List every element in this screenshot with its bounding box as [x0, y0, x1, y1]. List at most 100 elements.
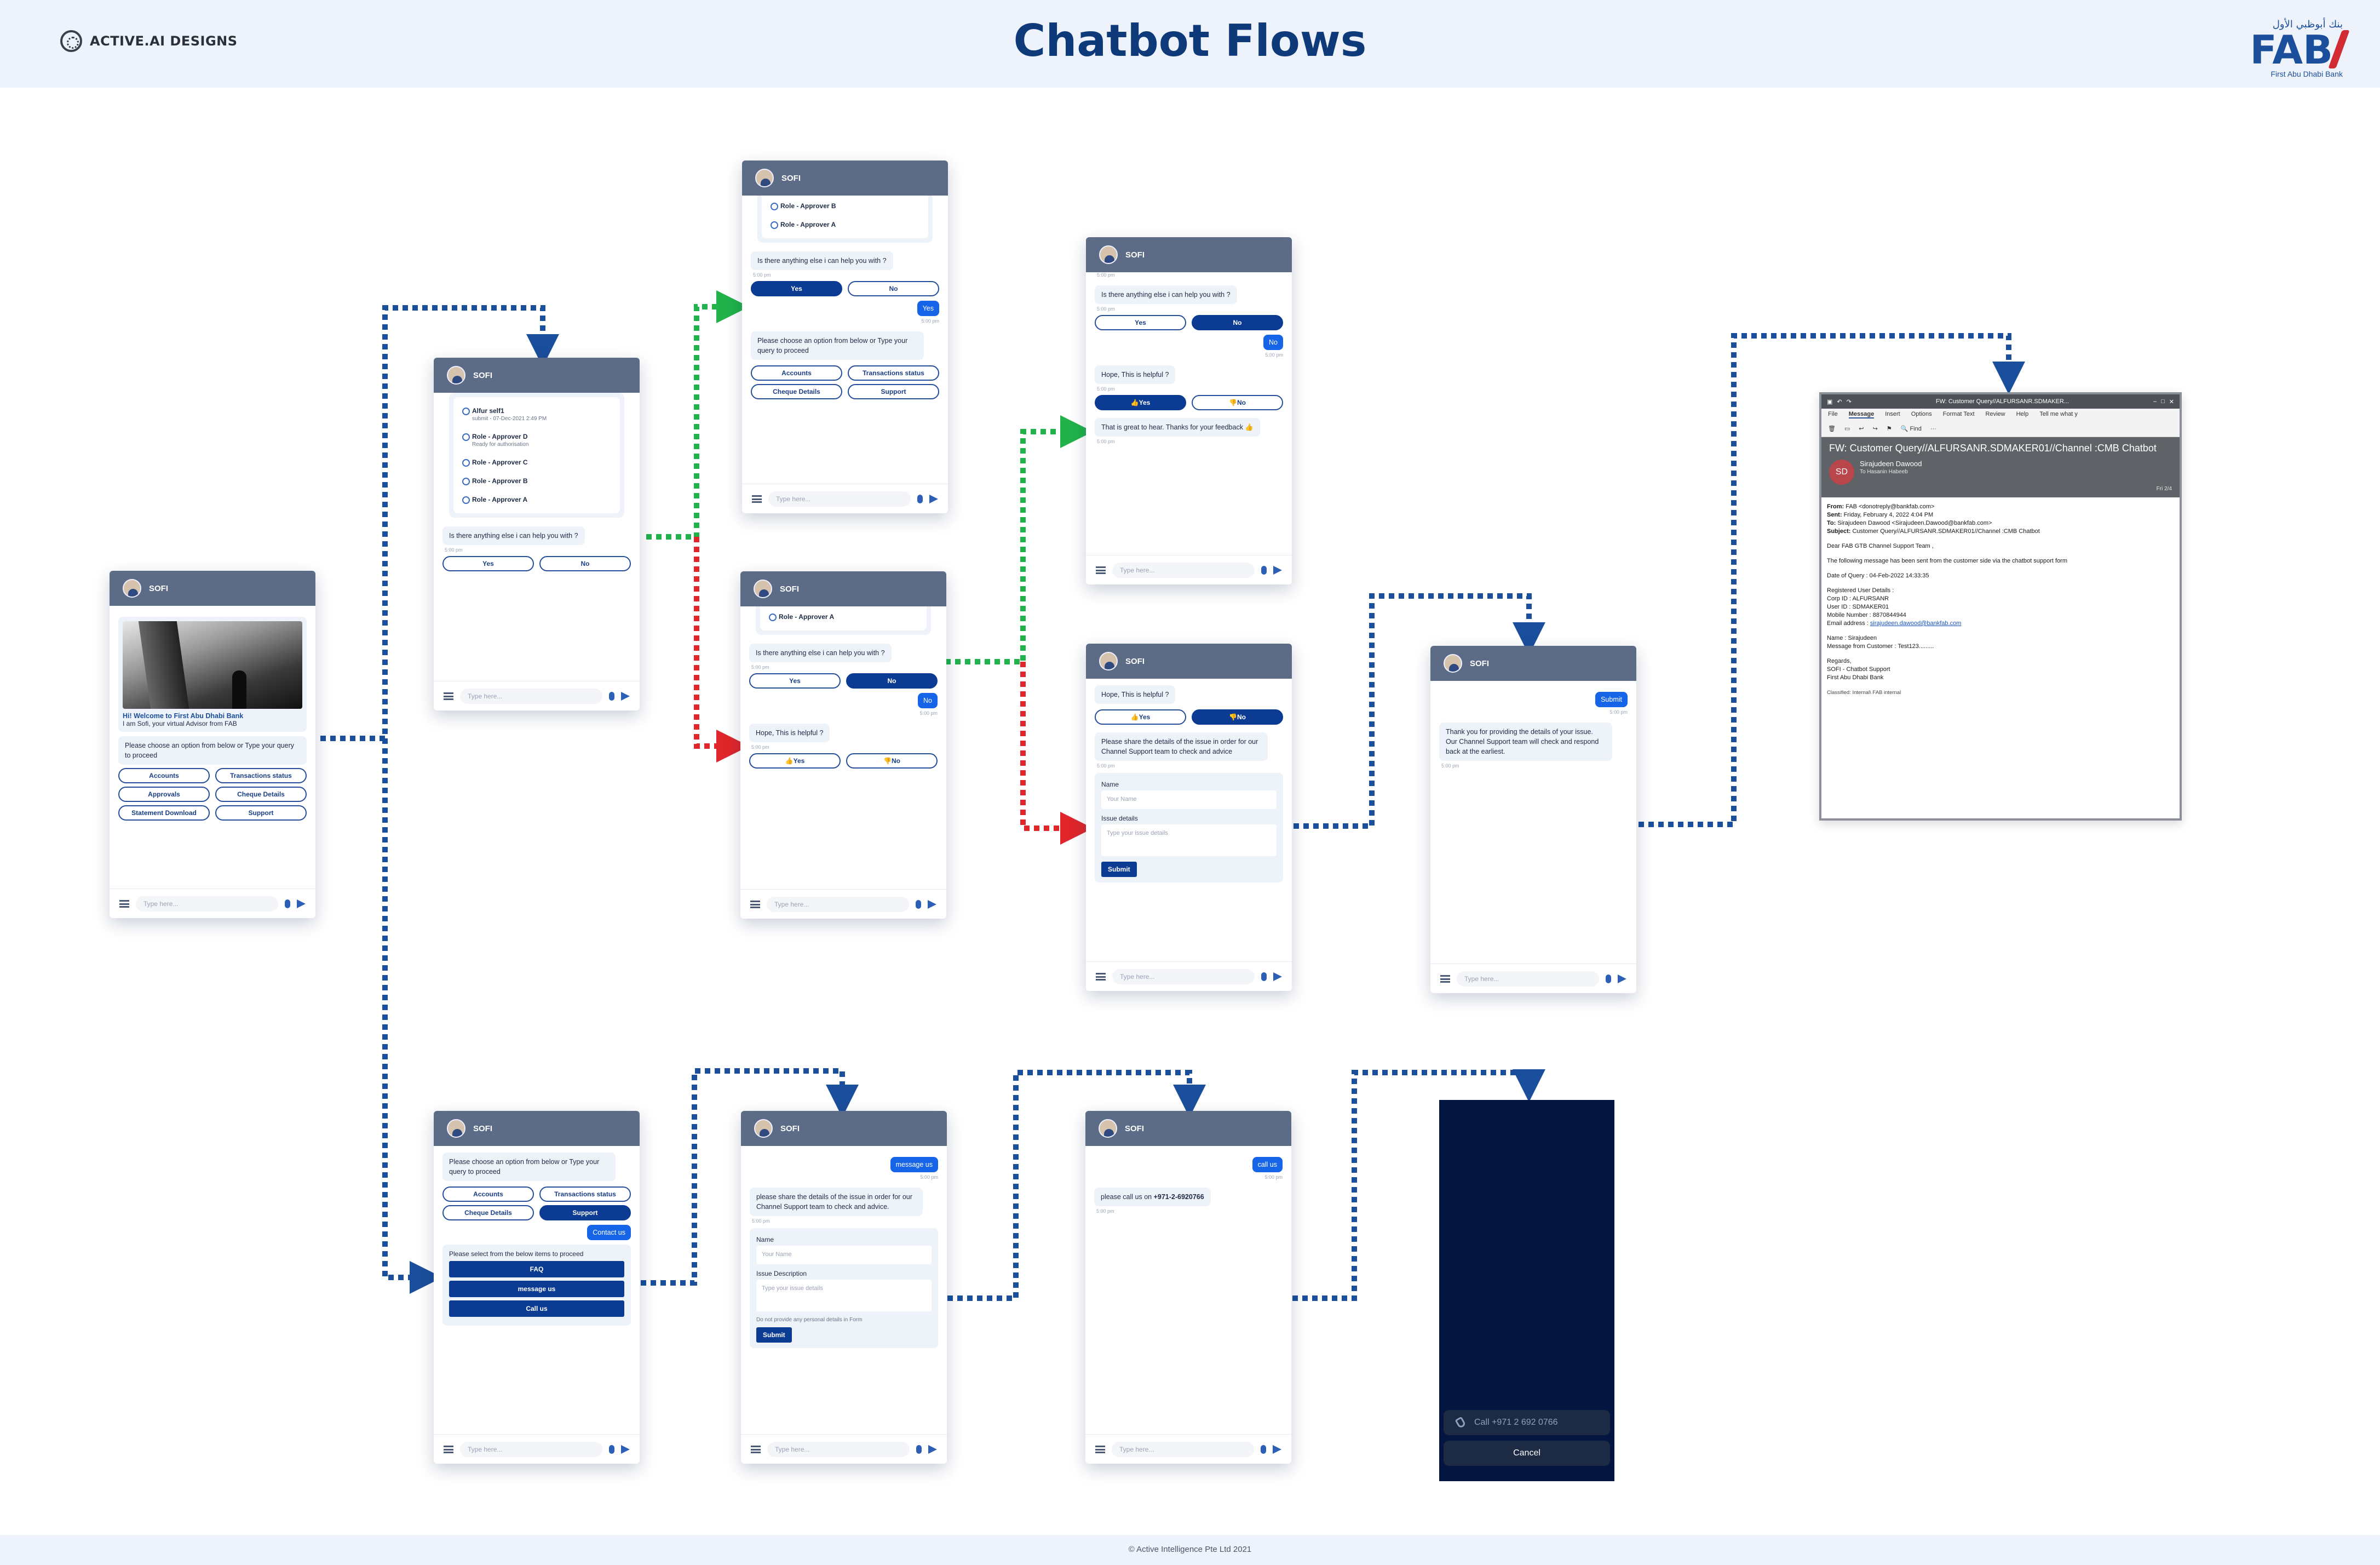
statement-download-button[interactable]: Statement Download [118, 805, 210, 821]
mic-icon[interactable] [1261, 565, 1267, 575]
accounts-button[interactable]: Accounts [751, 365, 842, 381]
send-icon[interactable] [928, 899, 936, 909]
delete-icon[interactable]: 🗑 [1828, 426, 1836, 432]
phone-number[interactable]: +971-2-6920766 [1153, 1193, 1204, 1201]
mic-icon[interactable] [609, 691, 614, 701]
no-button[interactable]: No [1192, 315, 1283, 330]
menu-icon[interactable] [1440, 974, 1450, 983]
submit-button[interactable]: Submit [1101, 862, 1137, 877]
yes-button[interactable]: Yes [442, 556, 534, 571]
tab-message[interactable]: Message [1848, 411, 1875, 419]
archive-icon[interactable]: ▭ [1844, 426, 1850, 432]
mic-icon[interactable] [1261, 1444, 1266, 1454]
email-address-link[interactable]: sirajudeen.dawood@bankfab.com [1870, 620, 1962, 627]
thumbs-up-button[interactable]: 👍Yes [1095, 709, 1186, 725]
tab-help[interactable]: Help [2016, 411, 2029, 417]
message-us-button[interactable]: message us [449, 1281, 624, 1297]
tell-me-search[interactable]: Tell me what y [2039, 411, 2078, 417]
call-us-button[interactable]: Call us [449, 1300, 624, 1317]
mic-icon[interactable] [1606, 974, 1611, 983]
chat-input[interactable]: Type here... [460, 1441, 602, 1457]
mic-icon[interactable] [917, 494, 923, 503]
mic-icon[interactable] [916, 1444, 922, 1454]
tab-review[interactable]: Review [1985, 411, 2005, 417]
cheque-details-button[interactable]: Cheque Details [442, 1205, 534, 1220]
menu-icon[interactable] [1096, 566, 1106, 574]
thumbs-up-button[interactable]: 👍Yes [749, 753, 841, 769]
call-number-button[interactable]: Call +971 2 692 0766 [1444, 1410, 1610, 1435]
send-icon[interactable] [1618, 974, 1626, 983]
send-icon[interactable] [621, 691, 630, 701]
send-icon[interactable] [621, 1444, 630, 1454]
send-icon[interactable] [1273, 1444, 1281, 1454]
issue-field[interactable]: Type your issue details [1101, 824, 1277, 856]
yes-button[interactable]: Yes [1095, 315, 1186, 330]
cheque-details-button[interactable]: Cheque Details [215, 787, 307, 802]
chat-input[interactable]: Type here... [1112, 968, 1255, 984]
find-button[interactable]: 🔍 Find [1900, 426, 1922, 432]
support-button[interactable]: Support [539, 1205, 631, 1220]
menu-icon[interactable] [750, 900, 760, 908]
thumbs-down-button[interactable]: 👎No [1192, 395, 1283, 410]
send-icon[interactable] [297, 899, 306, 908]
name-field[interactable]: Your Name [1101, 790, 1277, 809]
thumbs-down-button[interactable]: 👎No [846, 753, 938, 769]
send-icon[interactable] [1273, 972, 1282, 981]
mic-icon[interactable] [609, 1444, 614, 1454]
menu-icon[interactable] [752, 495, 762, 503]
tab-options[interactable]: Options [1911, 411, 1932, 417]
no-button[interactable]: No [848, 281, 939, 296]
menu-icon[interactable] [751, 1445, 761, 1453]
menu-icon[interactable] [119, 899, 129, 908]
yes-button[interactable]: Yes [749, 673, 841, 689]
mic-icon[interactable] [1261, 972, 1267, 981]
approvals-button[interactable]: Approvals [118, 787, 210, 802]
chat-input[interactable]: Type here... [767, 896, 909, 912]
accounts-button[interactable]: Accounts [442, 1186, 534, 1202]
menu-icon[interactable] [444, 1445, 453, 1453]
accounts-button[interactable]: Accounts [118, 768, 210, 783]
menu-icon[interactable] [1096, 972, 1106, 981]
submit-button[interactable]: Submit [756, 1327, 792, 1343]
close-icon[interactable]: ✕ [2169, 398, 2174, 405]
chat-input[interactable]: Type here... [460, 688, 602, 704]
mic-icon[interactable] [285, 899, 290, 908]
flag-icon[interactable]: ⚑ [1886, 426, 1892, 432]
faq-button[interactable]: FAQ [449, 1261, 624, 1277]
forward-icon[interactable]: ↪ [1872, 426, 1878, 432]
cheque-details-button[interactable]: Cheque Details [751, 384, 842, 399]
chat-input[interactable]: Type here... [136, 896, 278, 912]
redo-icon[interactable]: ↷ [1846, 398, 1852, 405]
menu-icon[interactable] [1095, 1445, 1105, 1453]
menu-icon[interactable] [444, 692, 453, 700]
thumbs-up-button[interactable]: 👍Yes [1095, 395, 1186, 410]
chat-input[interactable]: Type here... [1112, 1441, 1254, 1457]
chat-input[interactable]: Type here... [768, 491, 911, 507]
more-icon[interactable]: ··· [1930, 425, 1936, 432]
thumbs-down-button[interactable]: 👎No [1192, 709, 1283, 725]
support-button[interactable]: Support [215, 805, 307, 821]
mic-icon[interactable] [916, 899, 921, 909]
transactions-status-button[interactable]: Transactions status [215, 768, 307, 783]
maximize-icon[interactable]: □ [2161, 398, 2165, 405]
send-icon[interactable] [928, 1444, 937, 1454]
tab-insert[interactable]: Insert [1885, 411, 1900, 417]
transactions-status-button[interactable]: Transactions status [848, 365, 939, 381]
yes-button[interactable]: Yes [751, 281, 842, 296]
undo-icon[interactable]: ↶ [1837, 398, 1842, 405]
reply-icon[interactable]: ↩ [1859, 426, 1864, 432]
tab-file[interactable]: File [1828, 411, 1838, 417]
no-button[interactable]: No [539, 556, 631, 571]
cancel-button[interactable]: Cancel [1444, 1441, 1610, 1466]
transactions-status-button[interactable]: Transactions status [539, 1186, 631, 1202]
support-button[interactable]: Support [848, 384, 939, 399]
issue-field[interactable]: Type your issue details [756, 1280, 932, 1311]
name-field[interactable]: Your Name [756, 1246, 932, 1264]
no-button[interactable]: No [846, 673, 938, 689]
send-icon[interactable] [1273, 565, 1282, 575]
chat-input[interactable]: Type here... [767, 1441, 910, 1457]
chat-input[interactable]: Type here... [1457, 971, 1599, 987]
minimize-icon[interactable]: – [2153, 398, 2157, 405]
chat-input[interactable]: Type here... [1112, 562, 1255, 578]
tab-format-text[interactable]: Format Text [1942, 411, 1975, 417]
